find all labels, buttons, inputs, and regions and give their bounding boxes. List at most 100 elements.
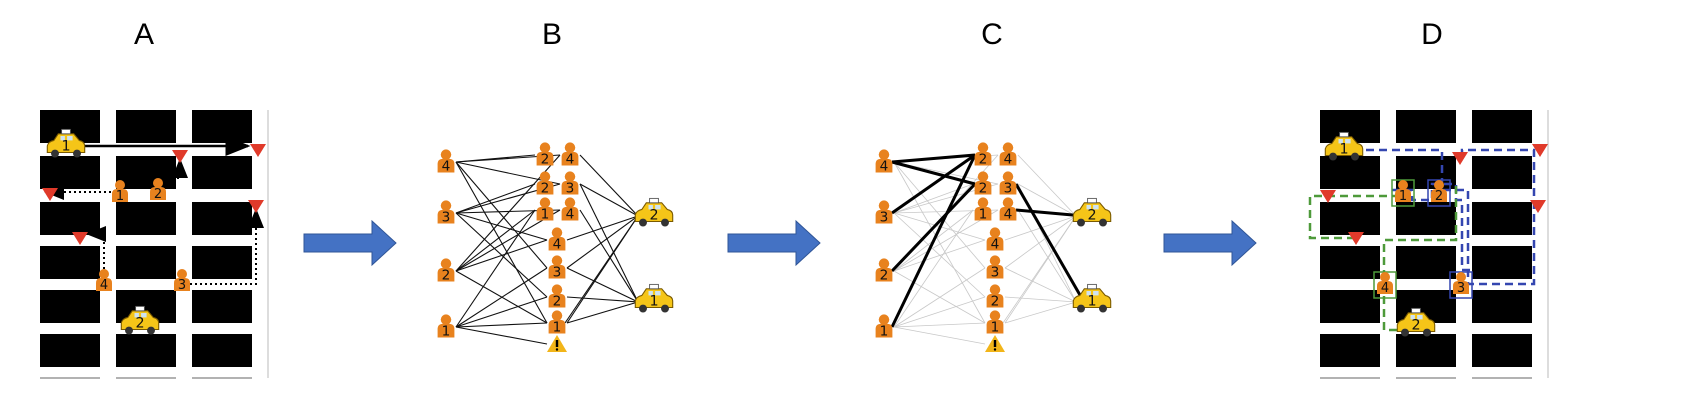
person-number: 2 (979, 151, 988, 167)
graph-edge (893, 209, 974, 328)
person-number: 4 (1381, 281, 1389, 296)
person-number: 4 (100, 278, 108, 293)
graph-edge (1017, 183, 1077, 217)
city-block (192, 110, 252, 143)
person-icon: 4 (1377, 272, 1393, 296)
person-number: 4 (880, 158, 889, 174)
city-block (116, 246, 176, 279)
assignment-edge (891, 153, 976, 215)
person-icon: 2 (974, 171, 992, 196)
city-block (1320, 246, 1380, 279)
person-icon: 1 (437, 314, 455, 339)
person-number: 2 (1435, 189, 1443, 204)
taxi-icon: 2 (1396, 307, 1436, 338)
person-number: 3 (991, 264, 1000, 280)
person-icon: 2 (536, 142, 554, 167)
graph-edge (566, 301, 639, 324)
panel-label-d: D (1421, 18, 1443, 51)
person-icon: 2 (437, 258, 455, 283)
person-number: 4 (566, 151, 575, 167)
taxi-icon: 1 (1324, 131, 1364, 162)
assignment-edge (1015, 208, 1085, 218)
city-block (192, 156, 252, 189)
graph-edge (1004, 296, 1077, 303)
graph-edge (893, 161, 986, 324)
graph-edge (893, 239, 986, 272)
person-number: 2 (541, 180, 550, 196)
person-icon: 1 (986, 310, 1004, 335)
person-number: 2 (553, 293, 562, 309)
person-number: 1 (442, 323, 451, 339)
taxi-icon: 1 (634, 283, 674, 314)
city-block (40, 290, 100, 323)
taxi-icon: 2 (120, 305, 160, 336)
green-route (1308, 194, 1400, 240)
person-number: 4 (1004, 206, 1013, 222)
person-icon: 3 (986, 255, 1004, 280)
assignment-edge (890, 182, 977, 273)
person-number: 3 (178, 278, 186, 293)
panel-label-a: A (133, 18, 154, 51)
graph-edge (455, 209, 536, 328)
graph-edge (566, 215, 639, 241)
person-number: 2 (541, 151, 550, 167)
person-number: 4 (442, 158, 451, 174)
person-icon: 2 (875, 258, 893, 283)
city-block (40, 246, 100, 279)
city-block (1320, 202, 1380, 235)
person-icon: 2 (974, 142, 992, 167)
destination-marker-icon (42, 188, 58, 201)
city-block (1472, 156, 1532, 189)
city-block (192, 334, 252, 367)
person-number: 2 (154, 187, 162, 202)
graph-edge (893, 267, 986, 328)
city-block (1472, 202, 1532, 235)
graph-edge (579, 183, 639, 303)
taxi-icon: 2 (634, 197, 674, 228)
request-route (86, 226, 106, 274)
person-number: 3 (1457, 281, 1465, 296)
person-icon: 1 (536, 197, 554, 222)
request-route (190, 208, 264, 285)
blue-route (1392, 182, 1470, 272)
city-block (1396, 246, 1456, 279)
person-number: 2 (991, 293, 1000, 309)
person-icon: 2 (548, 284, 566, 309)
taxi-number: 1 (649, 293, 658, 309)
person-icon: 2 (536, 171, 554, 196)
person-icon: 2 (986, 284, 1004, 309)
assignment-edge (891, 153, 976, 164)
city-block (1396, 334, 1456, 367)
person-icon: 1 (548, 310, 566, 335)
person-number: 2 (442, 267, 451, 283)
panel-label-c: C (981, 18, 1003, 51)
taxi-number: 2 (1411, 317, 1420, 333)
graph-edge (893, 296, 986, 328)
taxi-number: 1 (1339, 141, 1348, 157)
person-icon: 4 (561, 142, 579, 167)
person-icon: 3 (1453, 272, 1469, 296)
person-icon: 3 (875, 200, 893, 225)
warning-mark (993, 340, 997, 347)
taxi-number: 1 (61, 138, 70, 154)
taxi-number: 2 (1087, 207, 1096, 223)
graph-edge (564, 215, 639, 324)
person-number: 2 (979, 180, 988, 196)
city-block (116, 156, 176, 189)
person-number: 3 (553, 264, 562, 280)
city-block (1472, 334, 1532, 367)
person-number: 4 (991, 236, 1000, 252)
person-icon: 4 (986, 227, 1004, 252)
city-block (1472, 290, 1532, 323)
arrow-right-icon (1163, 219, 1257, 267)
graph-edge (566, 267, 639, 303)
arrow-right-icon (303, 219, 397, 267)
city-block (1320, 290, 1380, 323)
city-block (1472, 110, 1532, 143)
green-route (1382, 186, 1458, 332)
city-block (40, 202, 100, 235)
person-number: 4 (566, 206, 575, 222)
person-icon: 1 (1395, 180, 1411, 204)
person-icon: 4 (437, 149, 455, 174)
city-block (1320, 334, 1380, 367)
